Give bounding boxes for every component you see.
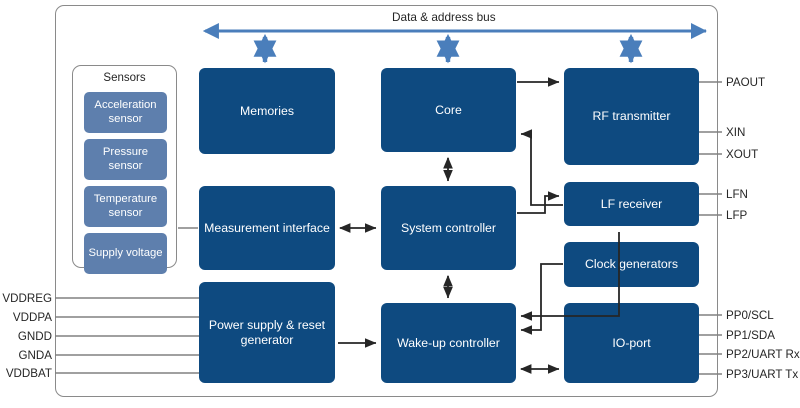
- block-system-controller[interactable]: System controller: [381, 186, 516, 270]
- pin-label-lfn: LFN: [726, 188, 748, 201]
- pin-label-vddpa: VDDPA: [12, 311, 52, 324]
- pin-label-gndd: GNDD: [17, 330, 52, 343]
- block-lf-receiver[interactable]: LF receiver: [564, 182, 699, 226]
- pin-label-lfp: LFP: [726, 209, 748, 222]
- block-core[interactable]: Core: [381, 68, 516, 152]
- sensor-label: Supply voltage: [88, 246, 163, 259]
- pin-label-xout: XOUT: [726, 148, 759, 161]
- sensor-block-supply-voltage[interactable]: Supply voltage: [84, 233, 167, 274]
- block-label: Clock generators: [585, 257, 678, 271]
- block-measurement-interface[interactable]: Measurement interface: [199, 186, 335, 270]
- block-label: Memories: [240, 103, 294, 118]
- sensor-block-acceleration[interactable]: Acceleration sensor: [84, 92, 167, 133]
- pin-label-pp0-scl: PP0/SCL: [726, 309, 774, 322]
- sensors-group: Sensors Acceleration sensor Pressure sen…: [72, 65, 177, 274]
- block-wakeup-controller[interactable]: Wake-up controller: [381, 303, 516, 383]
- block-label: Wake-up controller: [397, 335, 500, 350]
- pin-label-xin: XIN: [726, 126, 746, 139]
- pin-label-vddreg: VDDREG: [2, 292, 52, 305]
- block-label: RF transmitter: [592, 109, 671, 123]
- sensor-label: Pressure sensor: [102, 146, 149, 172]
- block-label: Measurement interface: [204, 220, 330, 235]
- pin-label-paout: PAOUT: [726, 76, 766, 89]
- block-memories[interactable]: Memories: [199, 68, 335, 154]
- block-clock-generators[interactable]: Clock generators: [564, 242, 699, 287]
- chip-boundary: [55, 5, 718, 397]
- block-power-supply[interactable]: Power supply & reset generator: [199, 282, 335, 383]
- block-label: System controller: [401, 220, 496, 235]
- sensor-block-pressure[interactable]: Pressure sensor: [84, 139, 167, 180]
- block-label: IO-port: [612, 335, 651, 350]
- pin-label-vddbat: VDDBAT: [5, 367, 52, 380]
- bus-label: Data & address bus: [392, 10, 496, 24]
- pin-label-gnda: GNDA: [18, 349, 53, 362]
- block-rf-transmitter[interactable]: RF transmitter: [564, 68, 699, 165]
- sensor-label: Acceleration sensor: [94, 99, 157, 125]
- sensor-label: Temperature sensor: [93, 193, 158, 219]
- pin-label-pp2-uart-rx: PP2/UART Rx: [726, 348, 800, 361]
- sensor-block-temperature[interactable]: Temperature sensor: [84, 186, 167, 227]
- block-label: LF receiver: [600, 196, 663, 211]
- sensors-group-title: Sensors: [103, 72, 146, 84]
- block-io-port[interactable]: IO-port: [564, 303, 699, 383]
- block-label: Core: [435, 102, 462, 117]
- pin-label-pp1-sda: PP1/SDA: [726, 329, 775, 342]
- block-label: Power supply & reset generator: [208, 317, 326, 347]
- pin-label-pp3-uart-tx: PP3/UART Tx: [726, 368, 799, 381]
